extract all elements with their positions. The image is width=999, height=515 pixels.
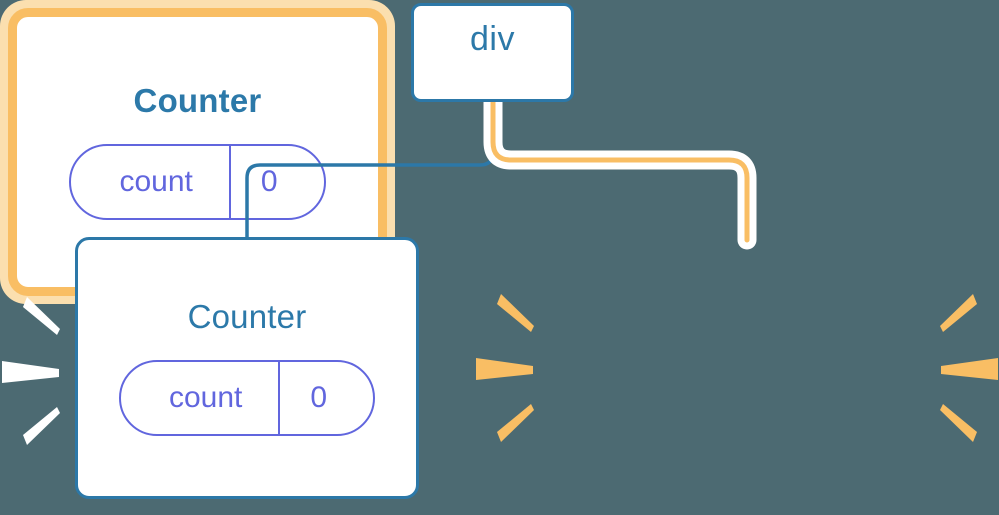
edge-div-to-counter-left [245,100,495,241]
state-pill-counter-right[interactable]: count 0 [69,144,326,220]
node-div[interactable]: div [411,3,574,102]
node-counter-right-title: Counter [133,82,262,119]
state-pill-divider [228,146,231,218]
state-key: count [168,381,243,414]
state-pill-counter-left[interactable]: count 0 [118,360,376,436]
state-key: count [119,165,193,198]
state-pill-divider [278,362,281,434]
node-counter-left-title: Counter [187,298,307,335]
state-value: 0 [310,381,328,414]
node-counter-left[interactable]: Counter count 0 [75,237,419,499]
edge-div-to-counter-right-casing [483,92,757,250]
state-value: 0 [260,165,278,198]
node-div-label: div [470,20,515,58]
edge-div-to-counter-right [490,99,750,243]
